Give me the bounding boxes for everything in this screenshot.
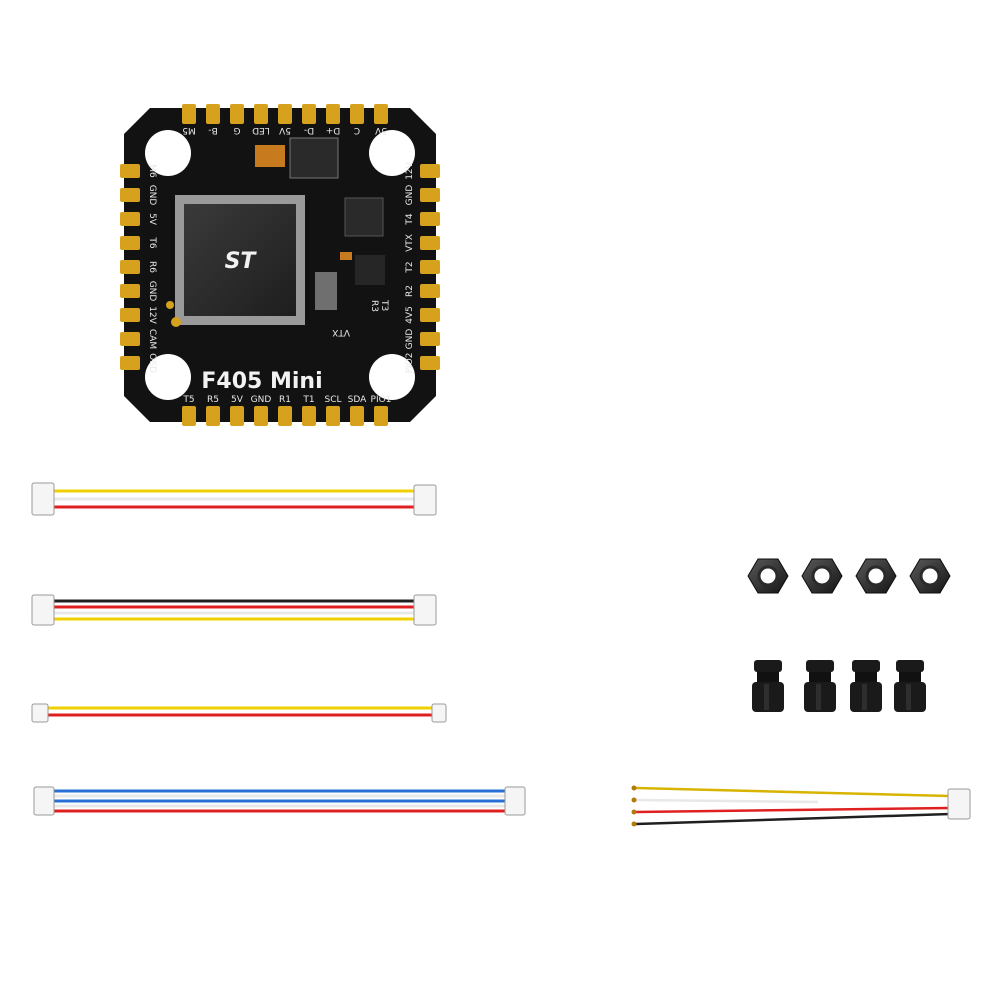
pad-label-r5: R5	[207, 395, 219, 405]
pad-label-sda: SDA	[348, 395, 367, 405]
pad-label-r1: R1	[279, 395, 291, 405]
mcu-chip: ST	[175, 195, 305, 325]
pad-label-left-t6: T6	[147, 236, 157, 248]
pad-label-right-r2: R2	[405, 285, 415, 297]
pad-label-right-t4: T4	[405, 213, 415, 225]
pad-label-right-4v5: 4V5	[405, 306, 415, 324]
pad-label-scl: SCL	[324, 395, 341, 405]
pad-label-left-12v: 12V	[147, 306, 157, 324]
pad-label-top-m5: M5	[182, 125, 196, 135]
pad-label-t5: T5	[182, 395, 194, 405]
cable-4pin-black-red-white-yellow	[31, 594, 437, 626]
flight-controller-board: ST F405 Mini T5 R5 5V GND R1 T1 SCL SDA …	[120, 104, 440, 426]
pad-label-top-led: LED	[252, 125, 270, 135]
pad-label-left-gnd: GND	[147, 185, 157, 206]
pad-label-gnd: GND	[251, 395, 272, 405]
inner-label-vtx: VTX	[332, 327, 350, 337]
pad-label-top-bminus: B-	[208, 125, 217, 135]
cable-pigtail-bare-ends	[631, 785, 971, 827]
pad-label-top-dminus: D-	[304, 125, 314, 135]
pad-label-left-osd: OSD	[147, 353, 157, 373]
pad-label-left-r6: R6	[147, 261, 157, 273]
pad-label-left-m6: M6	[147, 164, 157, 178]
pad-label-top-c: C	[354, 125, 360, 135]
rubber-grommets	[752, 660, 926, 712]
pad-label-right-gnd-2: GND	[405, 329, 415, 350]
pad-label-left-cam: CAM	[147, 329, 157, 349]
pad-label-right-gnd: GND	[405, 185, 415, 206]
cable-2pin-yellow-red	[31, 703, 447, 723]
hex-nuts	[747, 558, 951, 594]
pad-label-right-12v: 12V	[405, 161, 415, 179]
cable-multi-blue-white-red	[33, 786, 526, 816]
pad-label-right-pio2: PIO2	[405, 353, 415, 374]
board-name-label: F405 Mini	[201, 369, 322, 394]
pad-label-left-5v: 5V	[147, 213, 157, 226]
cable-3pin-yellow-white-red	[31, 482, 437, 516]
pad-label-5v: 5V	[231, 395, 244, 405]
pad-label-right-t2: T2	[405, 261, 415, 273]
pad-label-right-vtx: VTX	[405, 234, 415, 252]
pad-label-top-5v: 5V	[374, 125, 387, 135]
pad-label-t1: T1	[302, 395, 314, 405]
chip-logo: ST	[225, 249, 258, 274]
pad-label-top-dplus: D+	[326, 125, 340, 135]
pad-label-top-g: G	[233, 125, 240, 135]
inner-label-t3: T3	[379, 299, 389, 311]
pad-label-pio1: PIO1	[371, 395, 392, 405]
inner-label-r3: R3	[369, 300, 379, 312]
pad-label-left-gnd-2: GND	[147, 281, 157, 302]
pad-label-top-5v-2: 5V	[278, 125, 291, 135]
